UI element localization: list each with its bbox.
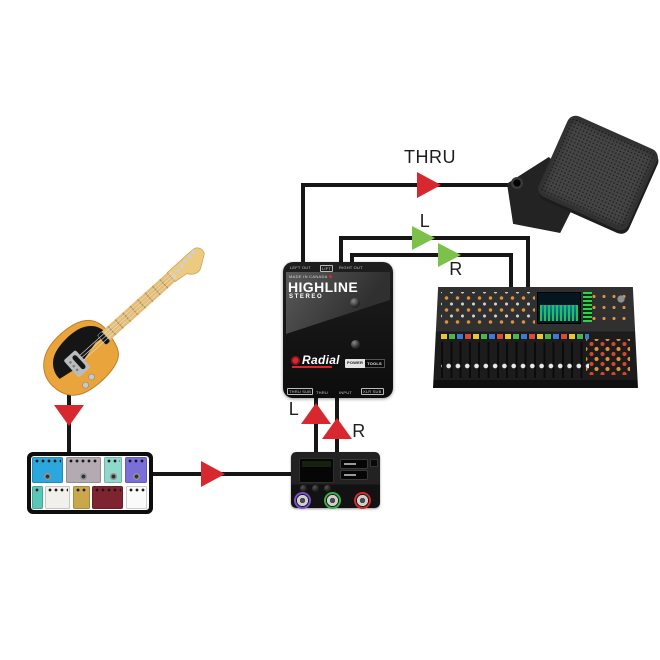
pedal-white-small [126, 486, 147, 509]
arrow-left-out-right [412, 226, 435, 250]
fx-button [370, 459, 378, 467]
speaker-connector [511, 177, 523, 189]
console-faders [441, 342, 589, 378]
cable-fx-to-di-left [314, 398, 318, 454]
console-scribble-strips [441, 334, 589, 339]
di-variant-name: STEREO [289, 294, 324, 300]
arrow-pedalboard-right [201, 461, 225, 487]
di-jack-input-label: INPUT [339, 390, 352, 395]
console-screen [537, 292, 581, 324]
di-level-knob-top [350, 298, 360, 308]
cable-thru-to-speaker [301, 183, 519, 187]
pedal-mint [104, 457, 122, 483]
stage-monitor-speaker [505, 112, 660, 237]
console-button-grid [586, 339, 630, 375]
fx-module-bottom [340, 470, 368, 480]
radial-logo-icon [291, 355, 300, 365]
di-jack-thru-sub-label: THRU SUB [287, 388, 314, 395]
fx-display [299, 458, 334, 483]
di-jack-right-out-label: RIGHT OUT [339, 265, 363, 270]
cable-di-thru-vertical [301, 185, 305, 264]
cable-di-right-out-vertical [350, 257, 354, 264]
cable-di-left-out-vertical [339, 240, 343, 264]
radial-logo-underline [292, 366, 332, 368]
di-made-in-text: MADE IN CANADA [289, 274, 332, 279]
multi-effects-pedal [291, 452, 380, 508]
radial-logo: Radial [291, 353, 340, 367]
label-input-right: R [352, 421, 366, 441]
pedal-purple [125, 457, 147, 483]
di-model-name: HIGHLINE [288, 279, 359, 295]
arrow-guitar-down [54, 405, 84, 426]
di-jack-left-out-label: LEFT OUT [290, 265, 311, 270]
di-level-knob-bottom [351, 340, 360, 349]
pedal-maroon [92, 486, 123, 509]
arrow-right-out-right [438, 243, 461, 267]
pedalboard [27, 452, 153, 514]
di-badge: POWER TOOLS [345, 359, 385, 368]
label-input-left: L [288, 399, 300, 419]
fx-footswitch-purple [296, 494, 309, 507]
label-send-right: R [449, 259, 463, 279]
cable-right-out-to-console [509, 253, 513, 289]
di-jack-xlr-sub-label: XLR SUB [361, 388, 384, 395]
label-thru: THRU [404, 147, 456, 167]
fx-knob-2 [312, 485, 319, 492]
label-send-left: L [419, 211, 431, 231]
arrow-input-right-up [322, 418, 352, 439]
mixing-console [433, 287, 638, 388]
pedal-silver [66, 457, 101, 483]
pedal-white [45, 486, 70, 509]
pedal-teal-small [32, 486, 43, 509]
cable-right-out-horizontal [350, 253, 513, 257]
cable-left-out-to-console [526, 236, 530, 289]
console-knob-section [441, 292, 535, 326]
fx-knob-3 [324, 485, 331, 492]
console-master-section [589, 291, 631, 327]
console-meter-leds [583, 292, 592, 322]
di-box: LEFT OUT LIFT RIGHT OUT MADE IN CANADA H… [283, 262, 393, 398]
fx-footswitch-green [326, 494, 339, 507]
fx-knob-1 [300, 485, 307, 492]
arrow-thru-right [417, 172, 441, 198]
pedal-blue [32, 457, 63, 483]
di-jack-thru-label: THRU [316, 390, 328, 395]
pedalboard-surface [31, 456, 149, 510]
fx-module-top [340, 459, 368, 469]
fx-footswitch-red [356, 494, 369, 507]
pedal-gold [73, 486, 90, 509]
di-lift-switch-label: LIFT [320, 265, 334, 272]
electric-guitar [43, 247, 205, 396]
